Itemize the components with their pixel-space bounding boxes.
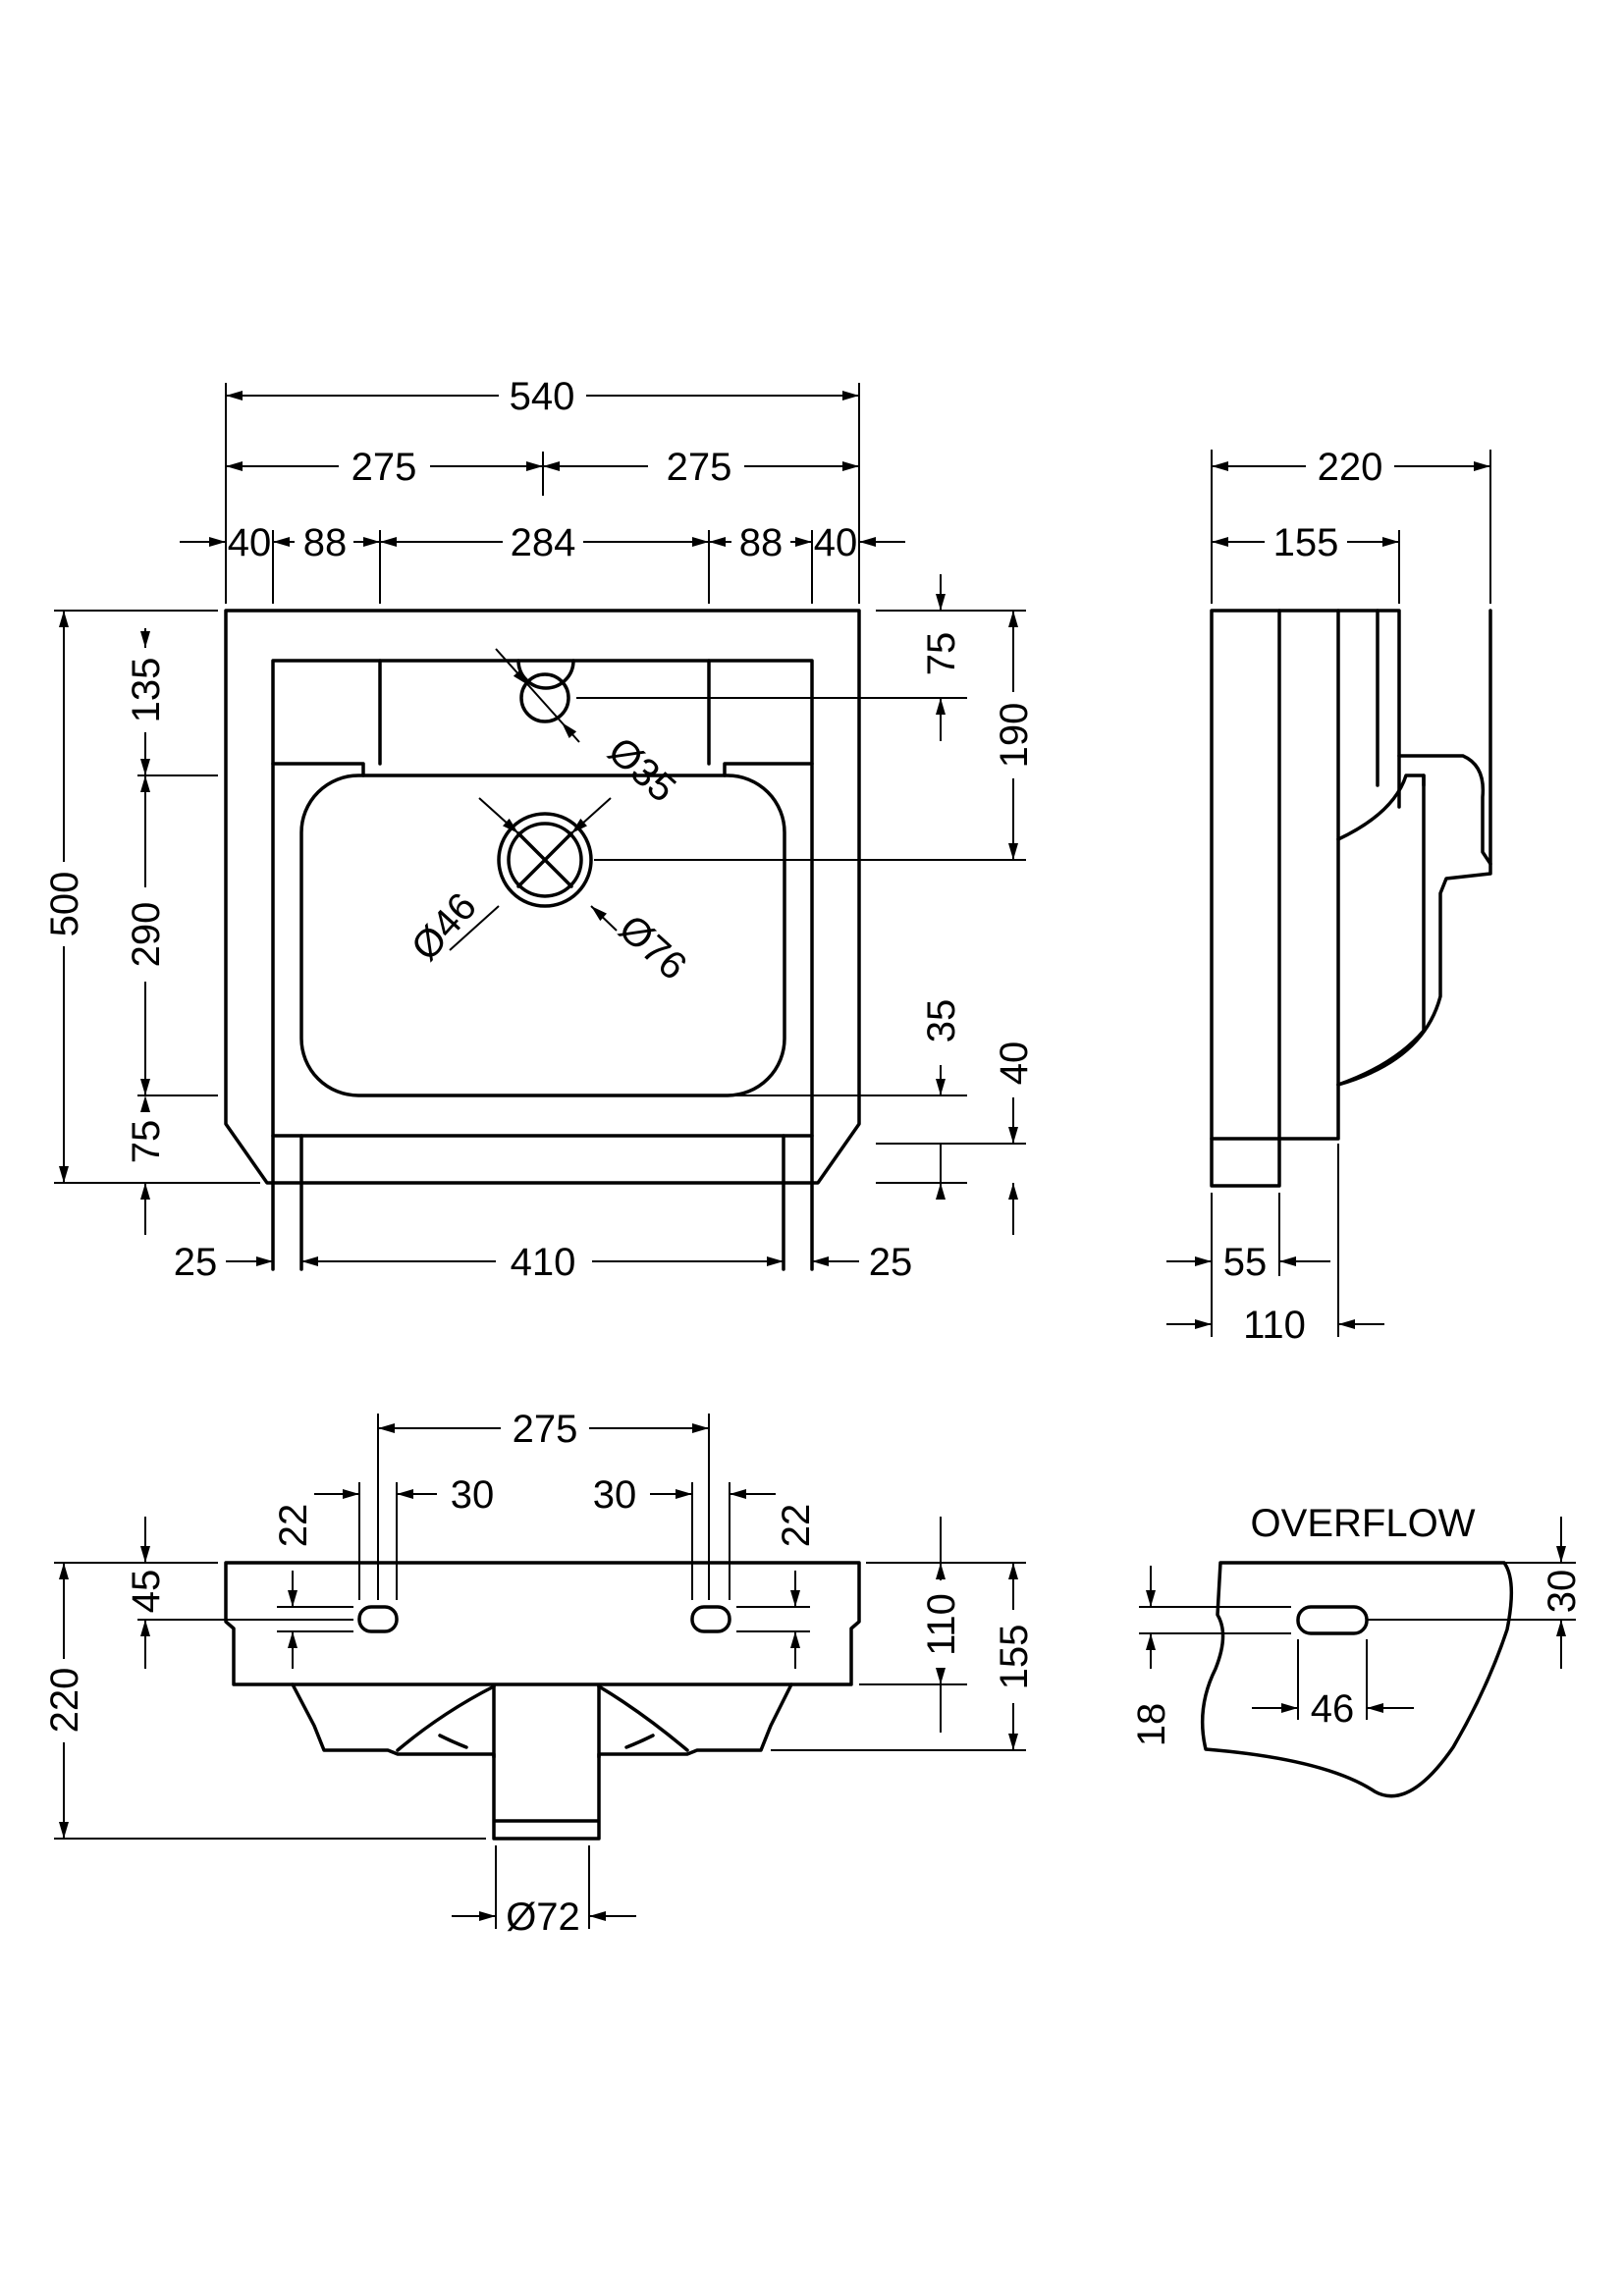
dim-tap-left: 88 (303, 521, 348, 564)
dim-overflow-height-18: 18 (1130, 1703, 1173, 1747)
overflow-slot-icon (1296, 1605, 1369, 1635)
tap-hole-left-icon (357, 1605, 399, 1633)
dim-front-overall-height: 220 (43, 1668, 86, 1734)
dim-side-left: 25 (174, 1241, 218, 1284)
dim-overflow-height-30: 30 (1541, 1570, 1584, 1614)
dim-back-to-tap: 135 (125, 658, 168, 723)
dim-overall-depth: 500 (43, 872, 86, 937)
dim-edge-left: 40 (228, 521, 272, 564)
dim-front-to-bowl: 75 (125, 1120, 168, 1164)
dim-tap-left-30: 30 (451, 1473, 495, 1517)
side-view: 220 155 55 110 (1166, 446, 1492, 1347)
dim-side-base-110: 110 (1243, 1304, 1306, 1347)
dim-tap-right-30: 30 (593, 1473, 637, 1517)
tap-hole-right-icon (690, 1605, 731, 1633)
tap-hole-icon (519, 672, 570, 723)
plan-outer-outline (224, 609, 861, 1185)
dim-waste-outer-diameter: Ø76 (611, 907, 695, 988)
plan-deck (271, 659, 814, 1138)
dim-half-left: 275 (352, 446, 417, 489)
dim-tap-height: 45 (125, 1570, 168, 1614)
front-outline (224, 1561, 861, 1841)
dim-overall-width: 540 (510, 375, 575, 418)
dim-overflow-width-46: 46 (1311, 1687, 1355, 1731)
waste-outer-icon (497, 812, 593, 908)
side-outline (1210, 609, 1492, 1188)
dim-bowl-front-35: 35 (920, 999, 963, 1043)
dim-left-22: 22 (272, 1504, 315, 1548)
dim-side-upper-depth: 155 (1273, 521, 1339, 564)
plan-bowl (299, 774, 786, 1097)
dim-tap-hole-offset: 75 (920, 632, 963, 676)
dim-edge-right: 40 (814, 521, 858, 564)
dim-waste-offset: 190 (993, 703, 1036, 769)
dim-tap-right: 88 (739, 521, 784, 564)
dim-bowl-front-40: 40 (993, 1041, 1036, 1086)
dim-waste-inner-diameter: Ø46 (404, 884, 485, 969)
front-view: 275 30 30 22 22 (43, 1408, 1036, 1939)
dim-waste-diameter: Ø72 (506, 1896, 580, 1939)
dim-right-22: 22 (775, 1504, 818, 1548)
dim-tap-hole-diameter: Ø35 (600, 729, 684, 811)
dim-half-right: 275 (667, 446, 732, 489)
dim-rim-110: 110 (920, 1593, 963, 1656)
overflow-detail: OVERFLOW 30 46 18 (1130, 1502, 1584, 1798)
overflow-title: OVERFLOW (1251, 1502, 1476, 1545)
dim-side-base-55: 55 (1223, 1241, 1268, 1284)
dim-center-span: 284 (511, 521, 576, 564)
dim-side-overall-depth: 220 (1318, 446, 1383, 489)
dim-bowl-depth: 290 (125, 902, 168, 968)
dim-side-right: 25 (869, 1241, 913, 1284)
plan-view: 540 275 275 (43, 375, 1036, 1284)
dim-tap-centers: 275 (513, 1408, 578, 1451)
dim-rim-155: 155 (993, 1625, 1036, 1690)
dim-inner-width: 410 (511, 1241, 576, 1284)
overflow-outline (1200, 1561, 1514, 1798)
